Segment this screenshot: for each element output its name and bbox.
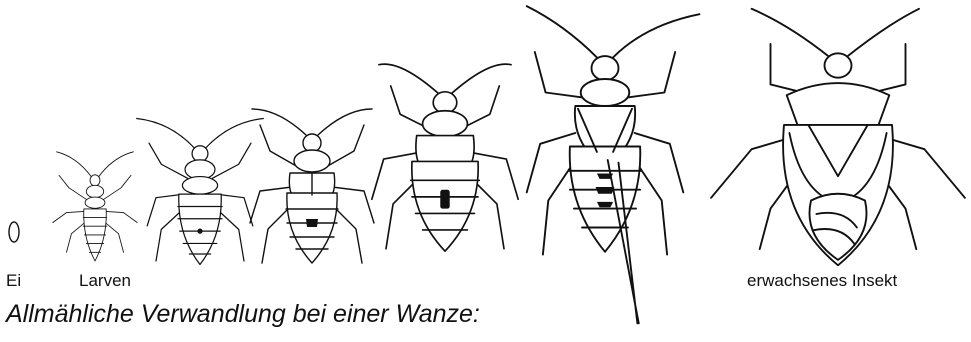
egg-label: Ei xyxy=(6,271,21,291)
larva-stage-1 xyxy=(53,152,137,261)
larva-stage-3 xyxy=(250,109,374,263)
larvae-label: Larven xyxy=(79,271,131,291)
caption: Allmähliche Verwandlung bei einer Wanze: xyxy=(6,300,480,329)
adult-insect-drawing xyxy=(711,9,965,266)
larva-stage-2 xyxy=(137,118,264,264)
larva-stage-4 xyxy=(372,64,518,251)
adult-label: erwachsenes Insekt xyxy=(747,271,897,291)
larva-stage-5 xyxy=(527,6,700,323)
egg-drawing xyxy=(9,222,19,242)
